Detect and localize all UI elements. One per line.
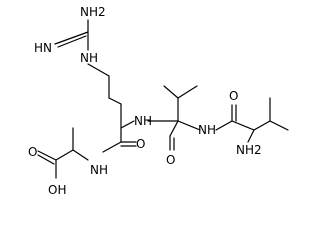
label-guan-nh2: NH2 — [80, 5, 106, 19]
bond-val1-co-nh — [177, 120, 201, 131]
bond-guan-c-nh-imine — [54, 31, 89, 45]
label-ala-nh: NH — [90, 163, 108, 177]
label-guan-nh: NH — [80, 51, 98, 65]
label-acid-oh: OH — [48, 183, 66, 197]
molecule-canvas: NH2 HN NH O OH NH O NH O NH O NH2 — [28, 4, 289, 197]
bond-ala-cooh-o-2 — [37, 154, 55, 165]
bond-val1-cb-cg1 — [163, 85, 179, 99]
bond-nh-val2-co — [215, 120, 233, 131]
bond-ala-ca-cooh — [55, 149, 74, 161]
label-imine-hn: HN — [34, 41, 52, 55]
bond-ala-nh-ca — [72, 149, 89, 161]
bond-arg-co-nh — [102, 141, 122, 153]
label-arg-val-nh: NH — [134, 114, 152, 128]
bond-val2-ca-cb — [253, 120, 271, 131]
label-val2-o: O — [229, 89, 238, 103]
bond-ala-cooh-o — [37, 150, 57, 161]
label-acid-o: O — [28, 145, 37, 159]
label-val1-o: O — [166, 153, 175, 167]
label-arg-o: O — [136, 137, 145, 151]
bond-val2-co-ca — [231, 120, 255, 131]
label-val-val-nh: NH — [198, 123, 216, 137]
bond-val2-ca-nh2 — [247, 129, 255, 143]
bond-ca-nh-val — [120, 120, 135, 129]
bond-val1-cb-cg2 — [177, 85, 198, 99]
bond-val1-ca-co — [169, 120, 179, 137]
structure-diagram: NH2 HN NH O OH NH O NH O NH O NH2 — [28, 5, 289, 197]
bond-guan-c-nh-imine-2 — [57, 35, 87, 48]
bond-nh-ch2-1 — [87, 63, 110, 77]
bond-ch2-2-3 — [108, 97, 122, 105]
label-val2-nh2: NH2 — [236, 143, 262, 157]
bond-val2-cb-cg2 — [269, 120, 289, 131]
